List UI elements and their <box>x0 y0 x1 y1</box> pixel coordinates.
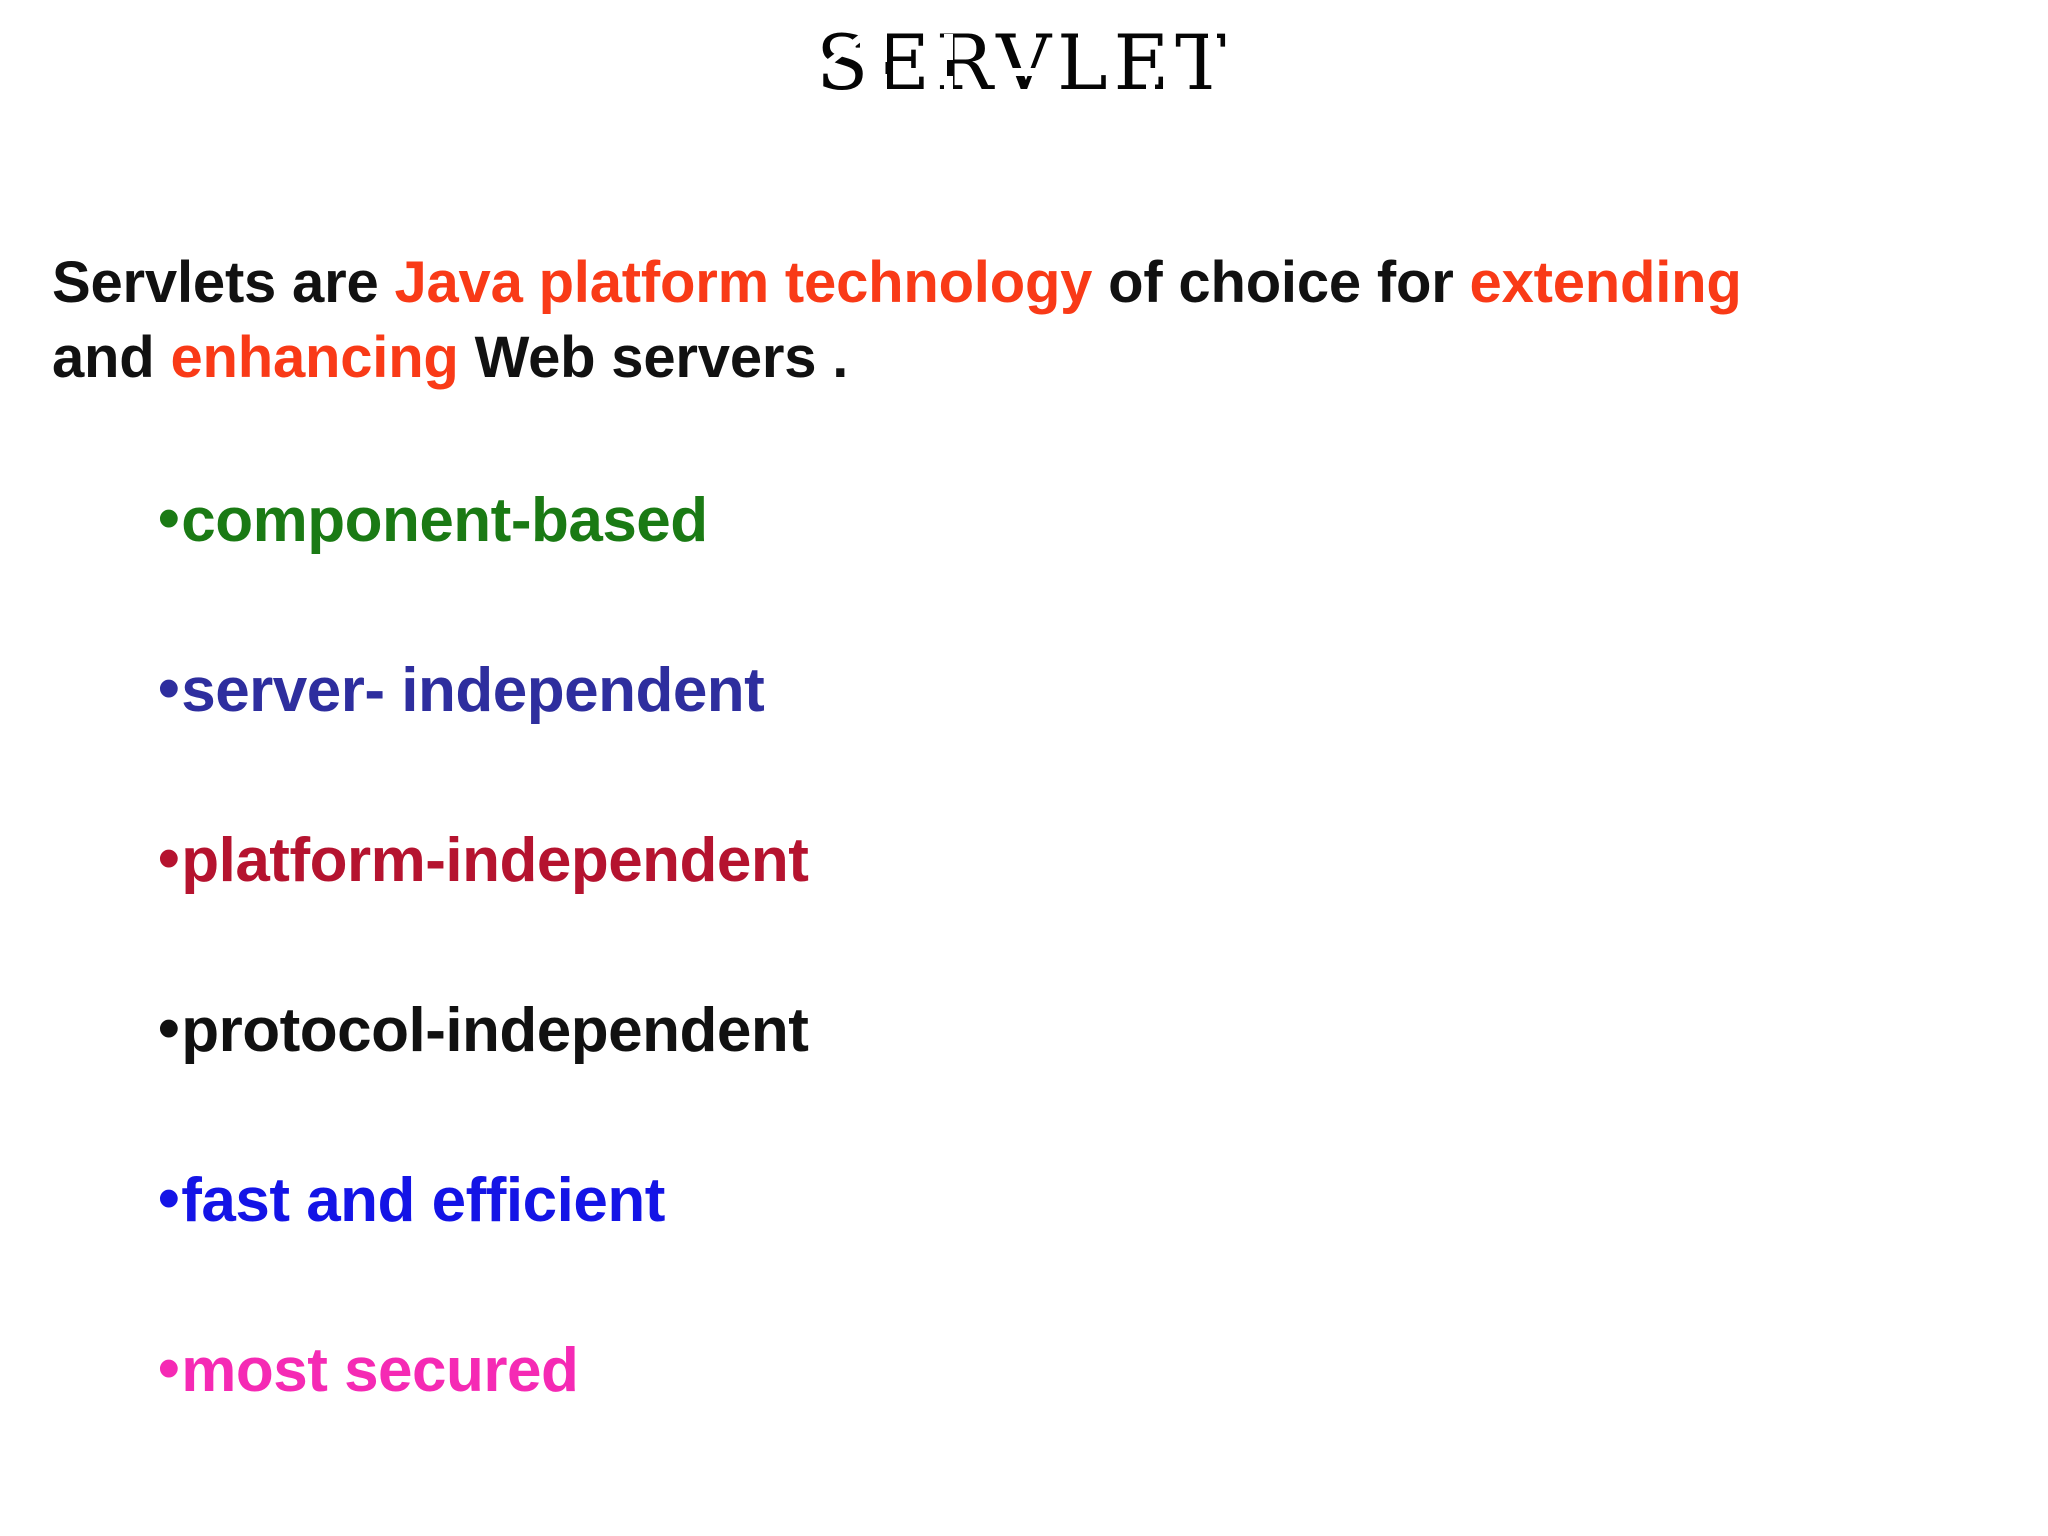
bullet-dot-icon: • <box>158 654 180 723</box>
bullet-list: • component-based • server- independent … <box>158 484 1908 1510</box>
bullet-label-component-based: component-based <box>181 486 708 555</box>
list-item: • most secured <box>158 1334 1908 1510</box>
bullet-dot-icon: • <box>158 484 180 553</box>
lead-segment-plain-3: and <box>52 325 171 391</box>
bullet-dot-icon: • <box>158 1164 180 1233</box>
bullet-label-fast-and-efficient: fast and efficient <box>181 1166 665 1235</box>
list-item: • component-based <box>158 484 1908 660</box>
lead-segment-enhancing: enhancing <box>170 325 459 391</box>
bullet-dot-icon: • <box>158 824 180 893</box>
lead-segment-extending: extending <box>1469 250 1742 315</box>
bullet-dot-icon: • <box>158 994 180 1063</box>
bullet-dot-icon: • <box>158 1334 180 1403</box>
lead-segment-plain-4: Web servers . <box>458 325 849 391</box>
lead-segment-plain-2: of choice for <box>1092 250 1470 315</box>
bullet-label-platform-independent: platform-independent <box>181 826 809 895</box>
bullet-label-server-independent: server- independent <box>181 656 765 725</box>
lead-segment-plain-1: Servlets are <box>52 250 395 315</box>
title-zone: SERVLET <box>0 18 2048 107</box>
list-item: • fast and efficient <box>158 1164 1908 1340</box>
bullet-label-protocol-independent: protocol-independent <box>181 996 809 1065</box>
list-item: • platform-independent <box>158 824 1908 1000</box>
page-title-text: SERVLET <box>816 18 1232 107</box>
lead-paragraph: Servlets are Java platform technology of… <box>52 245 1852 396</box>
list-item: • protocol-independent <box>158 994 1908 1170</box>
lead-segment-java-platform-technology: Java platform technology <box>394 250 1093 315</box>
list-item: • server- independent <box>158 654 1908 830</box>
page-title: SERVLET <box>816 18 1232 107</box>
bullet-label-most-secured: most secured <box>181 1336 579 1405</box>
